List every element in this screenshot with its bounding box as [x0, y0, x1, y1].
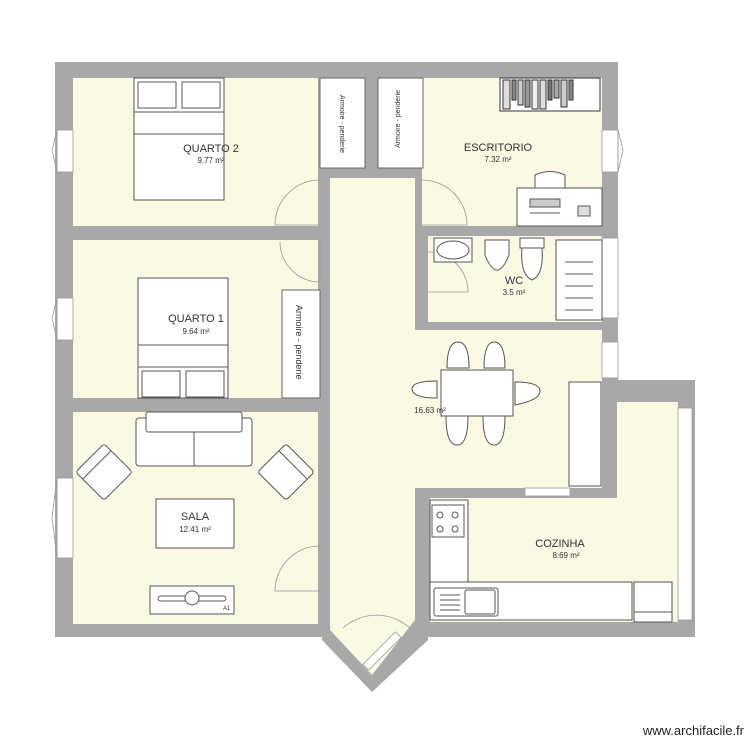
stove [431, 504, 465, 538]
bed-quarto-2 [133, 77, 225, 201]
room-area-hall: 16.63 m² [414, 406, 446, 415]
hall-cabinet [568, 381, 602, 487]
tv-unit-label: A1 [223, 606, 231, 612]
wardrobe-2 [377, 77, 424, 169]
window-hall [601, 341, 619, 379]
wardrobes: Armoire - penderie Armoire - penderie Ar… [281, 77, 424, 399]
fridge [633, 581, 673, 623]
window-escritorio [601, 129, 619, 173]
room-name-sala: SALA [181, 511, 210, 523]
floor-cozinha [430, 402, 678, 622]
room-name-cozinha: COZINHA [535, 538, 585, 550]
room-labels: QUARTO 2 9.77 m² ESCRITORIO 7.32 m² WC 3… [168, 142, 585, 612]
dining-table [411, 341, 541, 446]
kitchen-fixtures [429, 499, 673, 623]
shower [555, 239, 603, 321]
room-area-quarto-2: 9.77 m² [197, 156, 224, 165]
armchair-left [76, 444, 132, 500]
window-kitchen-pass [524, 487, 571, 497]
door-quarto-2 [274, 179, 321, 226]
window-cozinha [677, 407, 693, 621]
room-area-wc: 3.5 m² [503, 288, 526, 297]
window-entrance [362, 631, 402, 671]
windows [51, 129, 693, 671]
room-area-sala: 12.41 m² [179, 525, 211, 534]
door-sala [274, 545, 321, 592]
window-sala [56, 477, 74, 559]
room-name-quarto-2: QUARTO 2 [183, 143, 239, 155]
window-quarto-1 [56, 297, 74, 341]
room-area-escritorio: 7.32 m² [484, 155, 511, 164]
wardrobe-3 [281, 289, 321, 399]
bookshelf [499, 77, 601, 112]
door-quarto-1 [279, 241, 321, 283]
sala-furniture [76, 411, 314, 615]
door-escritorio [421, 179, 468, 226]
wardrobe-1-label: Armoire - penderie [338, 95, 345, 153]
wardrobe-1 [319, 77, 366, 169]
room-name-wc: WC [505, 275, 523, 287]
room-name-quarto-1: QUARTO 1 [168, 313, 224, 325]
toilet [521, 247, 543, 281]
armchair-right [258, 444, 314, 500]
room-name-escritorio: ESCRITORIO [464, 142, 533, 154]
wardrobe-3-label: Armoire - penderie [294, 305, 304, 380]
desk [516, 171, 603, 227]
wardrobe-2-label: Armoire - penderie [395, 90, 402, 148]
room-area-quarto-1: 9.64 m² [182, 327, 209, 336]
coffee-table [155, 498, 235, 549]
watermark: www.archifacile.fr [642, 723, 744, 738]
bed-quarto-1 [137, 277, 229, 399]
wc-fixtures [433, 237, 603, 321]
window-wc [601, 237, 619, 319]
door-entrance [342, 614, 413, 631]
room-area-cozinha: 8.69 m² [552, 551, 579, 560]
window-quarto-2 [56, 129, 74, 173]
bidet [484, 239, 510, 271]
toilet-tank [519, 237, 545, 249]
